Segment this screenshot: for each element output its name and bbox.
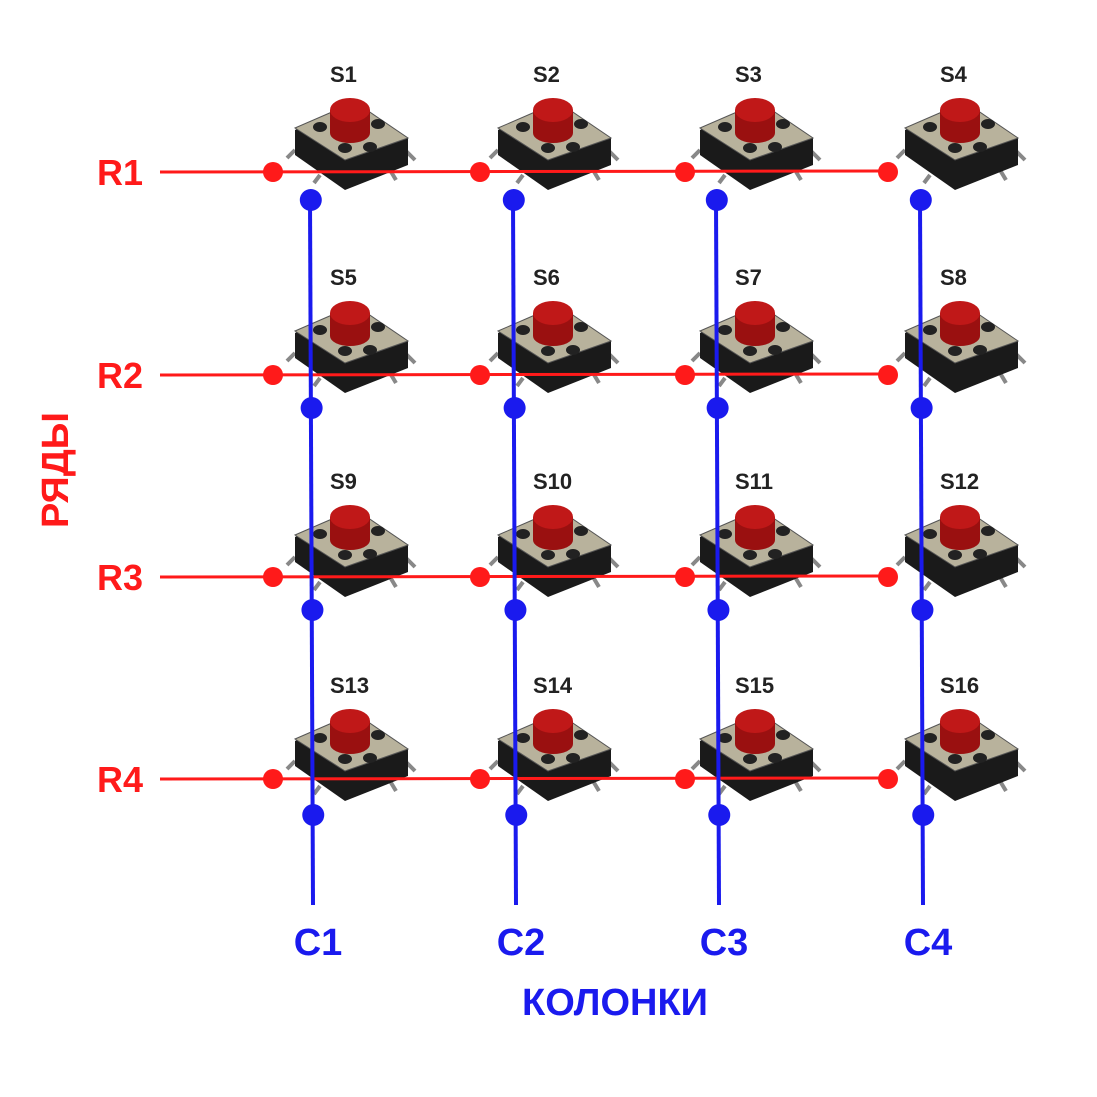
tactile-switch-s5: S5 [285, 265, 417, 393]
row-label: R2 [97, 355, 143, 396]
switch-label: S16 [940, 673, 979, 698]
switch-label: S12 [940, 469, 979, 494]
tactile-switch-s7: S7 [690, 265, 822, 393]
row-node [263, 769, 283, 789]
column-label: C3 [700, 922, 749, 964]
row-node [263, 365, 283, 385]
row-node [470, 567, 490, 587]
switch-label: S4 [940, 62, 968, 87]
switch-label: S7 [735, 265, 762, 290]
switch-label: S13 [330, 673, 369, 698]
wires [159, 162, 935, 906]
row-node [878, 567, 898, 587]
column-node [503, 397, 526, 419]
column-node [299, 189, 322, 211]
column-node [909, 189, 932, 211]
row-label: R3 [97, 557, 143, 598]
switch-label: S10 [533, 469, 572, 494]
row-node [675, 769, 695, 789]
column-node [707, 599, 730, 621]
switch-label: S8 [940, 265, 967, 290]
switch-label: S11 [735, 469, 773, 494]
column-node [705, 189, 728, 211]
switch-label: S6 [533, 265, 560, 290]
row-node [675, 567, 695, 587]
tactile-switch-s12: S12 [895, 469, 1027, 597]
row-label: R4 [97, 759, 143, 800]
tactile-switch-s11: S11 [690, 469, 822, 597]
switch-label: S5 [330, 265, 357, 290]
row-node [675, 365, 695, 385]
column-node [300, 397, 323, 419]
switch-label: S1 [330, 62, 357, 87]
tactile-switch-s14: S14 [488, 673, 620, 801]
column-wire-c4 [918, 199, 925, 906]
column-wire-c2 [511, 199, 518, 906]
tactile-switch-s8: S8 [895, 265, 1027, 393]
row-label: R1 [97, 152, 143, 193]
tactile-switch-s16: S16 [895, 673, 1027, 801]
tactile-switch-s2: S2 [488, 62, 620, 190]
switch-label: S15 [735, 673, 774, 698]
rows-axis-label: РЯДЫ [35, 412, 77, 528]
row-node [878, 162, 898, 182]
columns-axis-label: КОЛОНКИ [522, 982, 708, 1024]
tactile-switch-s4: S4 [895, 62, 1027, 190]
column-node [301, 599, 324, 621]
row-node [263, 162, 283, 182]
row-node [675, 162, 695, 182]
column-node [912, 804, 935, 826]
column-node [910, 397, 933, 419]
tactile-switch-s1: S1 [285, 62, 417, 190]
row-node [470, 769, 490, 789]
column-label: C2 [497, 922, 546, 964]
column-wire-c1 [308, 199, 315, 906]
tactile-switch-s15: S15 [690, 673, 822, 801]
row-node [878, 769, 898, 789]
switch-label: S3 [735, 62, 762, 87]
row-node [878, 365, 898, 385]
switch-label: S9 [330, 469, 357, 494]
row-node [470, 365, 490, 385]
tactile-switch-s3: S3 [690, 62, 822, 190]
row-node [263, 567, 283, 587]
tactile-switch-s6: S6 [488, 265, 620, 393]
switch-label: S2 [533, 62, 560, 87]
column-node [505, 804, 528, 826]
tactile-switch-s13: S13 [285, 673, 417, 801]
column-node [302, 804, 325, 826]
column-node [706, 397, 729, 419]
column-label: C4 [904, 922, 953, 964]
column-label: C1 [294, 922, 343, 964]
switch-label: S14 [533, 673, 573, 698]
column-node [502, 189, 525, 211]
tactile-switch-s9: S9 [285, 469, 417, 597]
column-node [504, 599, 527, 621]
column-node [708, 804, 731, 826]
column-wire-c3 [714, 199, 721, 906]
row-node [470, 162, 490, 182]
column-node [911, 599, 934, 621]
